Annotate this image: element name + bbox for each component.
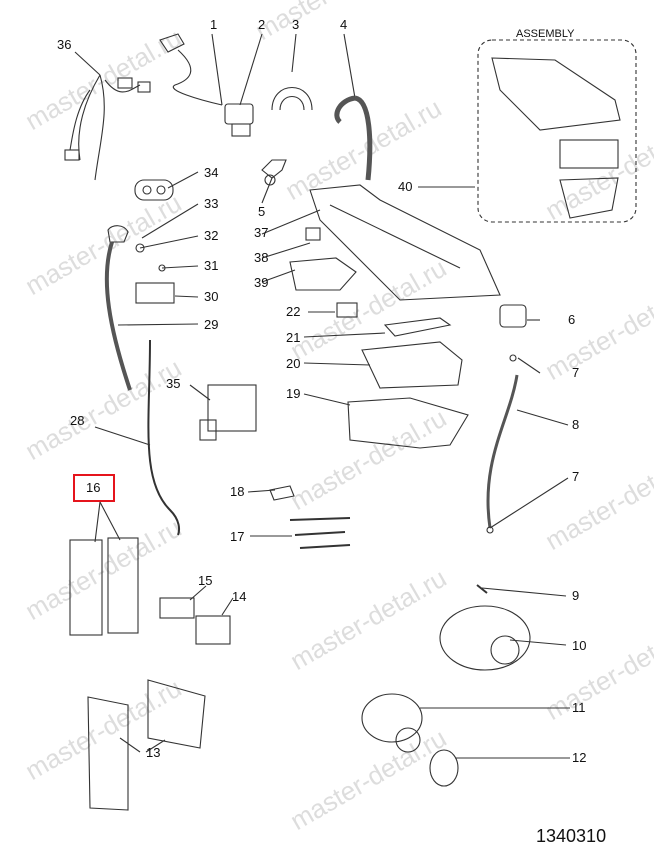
part-number: 5 [258, 204, 266, 219]
part-number: 7 [572, 469, 580, 484]
part-number: 34 [204, 165, 219, 180]
diagram-code: 1340310 [536, 826, 607, 846]
part-number: 40 [398, 179, 413, 194]
part-number: 21 [286, 330, 301, 345]
part-number: 18 [230, 484, 245, 499]
part-number: 39 [254, 275, 269, 290]
part-number: 14 [232, 589, 247, 604]
highlight-box [73, 474, 115, 502]
part-number: 7 [572, 365, 580, 380]
part-number: 12 [572, 750, 587, 765]
part-number: 10 [572, 638, 587, 653]
part-number: 31 [204, 258, 219, 273]
part-number: 32 [204, 228, 219, 243]
part-number: 35 [166, 376, 181, 391]
part-number: 37 [254, 225, 269, 240]
part-number: 17 [230, 529, 245, 544]
part-number: 2 [258, 17, 266, 32]
part-number: 20 [286, 356, 301, 371]
part-number: 36 [57, 37, 72, 52]
part-number: 28 [70, 413, 85, 428]
part-number highlighted-part-number[interactable]: 16 [86, 480, 101, 495]
assembly-label: ASSEMBLY [516, 28, 575, 40]
part-number: 1 [210, 17, 218, 32]
part-number: 30 [204, 289, 219, 304]
part-number: 3 [292, 17, 300, 32]
part-number: 15 [198, 573, 213, 588]
part-number: 6 [568, 312, 576, 327]
part-number: 11 [572, 700, 586, 715]
part-number: 13 [146, 745, 161, 760]
part-number: 22 [286, 304, 301, 319]
part-number: 33 [204, 196, 219, 211]
part-number: 9 [572, 588, 580, 603]
part-number: 19 [286, 386, 301, 401]
part-number: 38 [254, 250, 269, 265]
part-number: 29 [204, 317, 219, 332]
part-number: 4 [340, 17, 348, 32]
part-number: 8 [572, 417, 580, 432]
